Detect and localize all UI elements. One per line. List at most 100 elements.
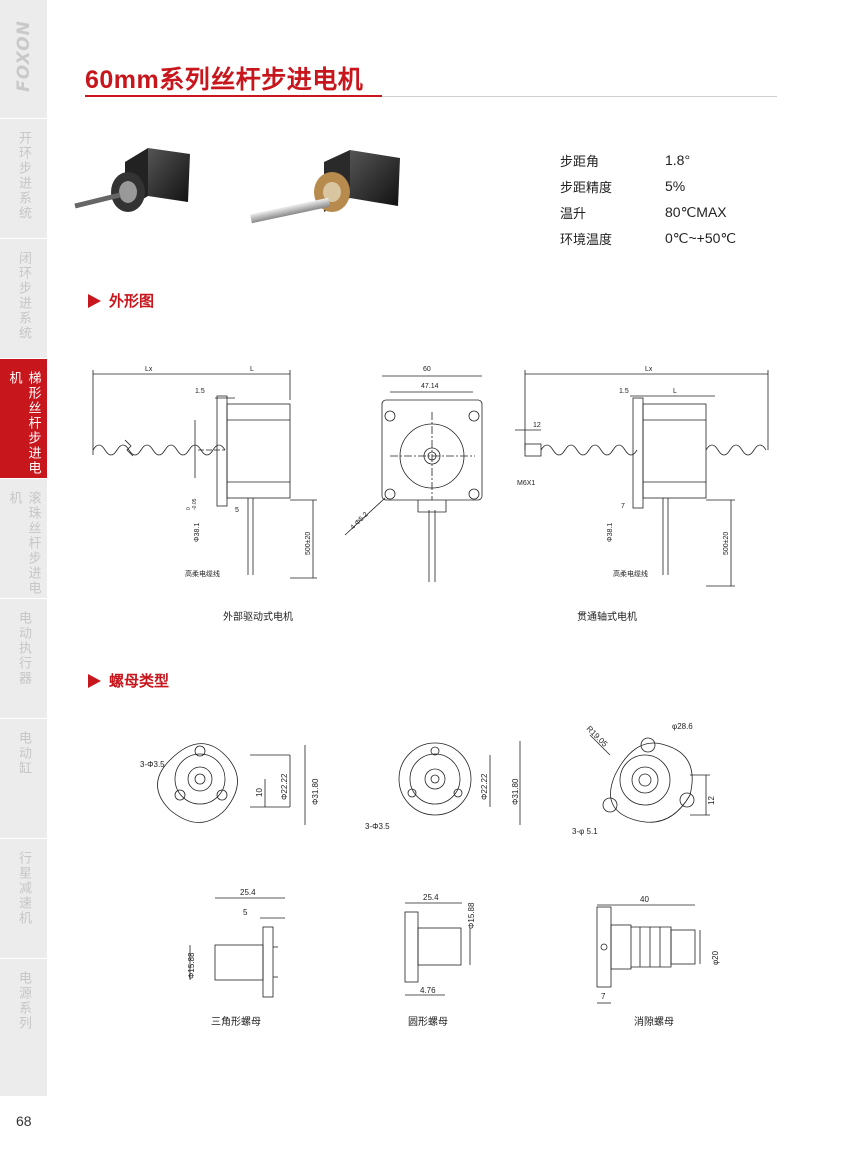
round-nut-front-view: 3-Φ3.5 Φ22.22 Φ31.80 bbox=[365, 741, 521, 831]
dim-12: 12 bbox=[533, 422, 541, 429]
dim-phi38: Φ38.1 bbox=[194, 523, 201, 542]
backlash-nut-side-view: 40 φ20 7 bbox=[596, 895, 720, 1004]
dim-tol-lower: -0.05 bbox=[192, 498, 198, 510]
sidebar-item-label: 滚珠丝杆步进电机 bbox=[6, 491, 41, 596]
dim-1-5-2: 1.5 bbox=[619, 388, 629, 395]
sidebar-item-gearbox[interactable]: 行星减速机 bbox=[0, 838, 47, 958]
page-number: 68 bbox=[16, 1113, 32, 1129]
spec-table: 步距角 1.8° 步距精度 5% 温升 80℃MAX 环境温度 0℃~+50℃ bbox=[560, 147, 736, 251]
dim-60: 60 bbox=[423, 366, 431, 373]
tri-d5: 5 bbox=[243, 908, 248, 917]
tri-d22: Φ22.22 bbox=[280, 773, 289, 800]
brand-logo: FOXON bbox=[14, 20, 34, 92]
motor-photo-through bbox=[250, 150, 400, 224]
spec-label: 环境温度 bbox=[560, 232, 613, 248]
triangle-nut-front-view: 3-Φ3.5 10 Φ22.22 Φ31.80 bbox=[140, 743, 320, 825]
round-d25: 25.4 bbox=[423, 893, 439, 902]
dim-holes: 4-Φ5.2 bbox=[349, 511, 369, 531]
spec-row: 步距角 1.8° bbox=[560, 147, 736, 173]
sidebar-item-cylinder[interactable]: 电动缸 bbox=[0, 718, 47, 838]
backlash-d12: 12 bbox=[707, 796, 716, 805]
section-title: 外形图 bbox=[109, 292, 155, 310]
sidebar-item-label: 电动缸 bbox=[16, 731, 31, 776]
backlash-holes: 3-φ 5.1 bbox=[572, 827, 598, 836]
sidebar-item-power[interactable]: 电源系列 bbox=[0, 958, 47, 1078]
dim-l-2: L bbox=[673, 388, 677, 395]
backlash-nut-front-view: R19.05 φ28.6 12 3-φ 5.1 bbox=[572, 722, 716, 836]
tri-d25: 25.4 bbox=[240, 888, 256, 897]
sidebar: FOXON 开环步进系统 闭环步进系统 梯形丝杆步进电机 滚珠丝杆步进电机 电动… bbox=[0, 0, 47, 1096]
sidebar-item-label: 电源系列 bbox=[16, 971, 31, 1031]
dim-tol-upper: 0 bbox=[186, 507, 192, 510]
dim-lx-2: Lx bbox=[645, 366, 653, 373]
product-photos bbox=[74, 148, 400, 224]
caption-external-motor: 外部驱动式电机 bbox=[223, 612, 293, 623]
nut-drawings: 3-Φ3.5 10 Φ22.22 Φ31.80 3-Φ3.5 Φ22.22 Φ3… bbox=[140, 722, 720, 1004]
sidebar-item-ball-screw[interactable]: 滚珠丝杆步进电机 bbox=[0, 478, 47, 598]
through-motor-side-view: Lx L 1.5 12 M6X1 Φ38.1 7 500±20 高柔电缆线 bbox=[515, 366, 769, 587]
round-nut-side-view: 25.4 Φ15.88 4.76 bbox=[404, 893, 476, 996]
dim-500-2: 500±20 bbox=[723, 532, 730, 555]
spec-value: 5% bbox=[665, 178, 686, 194]
sidebar-item-label: 行星减速机 bbox=[16, 851, 31, 926]
backlash-d28: φ28.6 bbox=[672, 722, 693, 731]
backlash-d20: φ20 bbox=[711, 950, 720, 965]
sidebar-item-label: 开环步进系统 bbox=[16, 131, 31, 221]
triangle-icon bbox=[88, 673, 101, 688]
spec-value: 0℃~+50℃ bbox=[665, 229, 737, 246]
dim-5: 5 bbox=[235, 507, 239, 514]
sidebar-nav: 开环步进系统 闭环步进系统 梯形丝杆步进电机 滚珠丝杆步进电机 电动执行器 电动… bbox=[0, 118, 47, 1078]
spec-row: 温升 80℃MAX bbox=[560, 199, 736, 225]
caption-through-motor: 贯通轴式电机 bbox=[577, 612, 637, 623]
title-divider bbox=[382, 96, 777, 97]
motor-photo-external bbox=[74, 148, 190, 212]
sidebar-item-open-loop[interactable]: 开环步进系统 bbox=[0, 118, 47, 238]
section-title: 螺母类型 bbox=[109, 672, 170, 690]
sidebar-item-closed-loop[interactable]: 闭环步进系统 bbox=[0, 238, 47, 358]
spec-row: 步距精度 5% bbox=[560, 173, 736, 199]
cable-label: 高柔电缆线 bbox=[185, 569, 220, 578]
triangle-nut-side-view: 25.4 5 Φ15.88 bbox=[187, 888, 285, 998]
sidebar-item-label: 梯形丝杆步进电机 bbox=[6, 371, 41, 476]
dim-m6: M6X1 bbox=[517, 480, 535, 487]
spec-label: 步距精度 bbox=[560, 180, 613, 196]
dim-47: 47.14 bbox=[421, 383, 439, 390]
round-d31: Φ31.80 bbox=[511, 778, 520, 805]
caption-backlash-nut: 消隙螺母 bbox=[634, 1017, 674, 1028]
spec-row: 环境温度 0℃~+50℃ bbox=[560, 225, 736, 251]
spec-value: 80℃MAX bbox=[665, 203, 727, 220]
caption-triangle-nut: 三角形螺母 bbox=[211, 1017, 261, 1028]
sidebar-item-actuator[interactable]: 电动执行器 bbox=[0, 598, 47, 718]
dim-lx: Lx bbox=[145, 366, 153, 373]
page-title: 60mm系列丝杆步进电机 bbox=[85, 66, 364, 94]
spec-label: 温升 bbox=[560, 206, 587, 222]
dim-1-5: 1.5 bbox=[195, 388, 205, 395]
tri-holes: 3-Φ3.5 bbox=[140, 760, 165, 769]
round-d15: Φ15.88 bbox=[467, 902, 476, 929]
round-holes: 3-Φ3.5 bbox=[365, 822, 390, 831]
round-d22: Φ22.22 bbox=[480, 773, 489, 800]
motor-front-view: 60 47.14 4-Φ5.2 bbox=[344, 366, 483, 582]
section-header-outline: 外形图 bbox=[88, 290, 154, 311]
caption-round-nut: 圆形螺母 bbox=[408, 1017, 448, 1028]
backlash-d40: 40 bbox=[640, 895, 649, 904]
triangle-icon bbox=[88, 293, 101, 308]
backlash-d7: 7 bbox=[601, 992, 606, 1001]
dim-phi38-2: Φ38.1 bbox=[607, 523, 614, 542]
cable-label-2: 高柔电缆线 bbox=[613, 569, 648, 578]
spec-label: 步距角 bbox=[560, 154, 600, 170]
spec-value: 1.8° bbox=[665, 152, 691, 168]
dim-500: 500±20 bbox=[305, 532, 312, 555]
round-d476: 4.76 bbox=[420, 986, 436, 995]
tri-d15: Φ15.88 bbox=[187, 952, 196, 979]
sidebar-item-label: 电动执行器 bbox=[16, 611, 31, 686]
dim-l: L bbox=[250, 366, 254, 373]
backlash-r19: R19.05 bbox=[585, 724, 610, 749]
title-underline bbox=[85, 95, 382, 97]
sidebar-item-trapezoid-screw[interactable]: 梯形丝杆步进电机 bbox=[0, 358, 47, 478]
dim-7: 7 bbox=[621, 503, 625, 510]
tri-d31: Φ31.80 bbox=[311, 778, 320, 805]
tri-d10: 10 bbox=[255, 788, 264, 797]
section-header-nut-types: 螺母类型 bbox=[88, 670, 169, 691]
sidebar-item-label: 闭环步进系统 bbox=[16, 251, 31, 341]
